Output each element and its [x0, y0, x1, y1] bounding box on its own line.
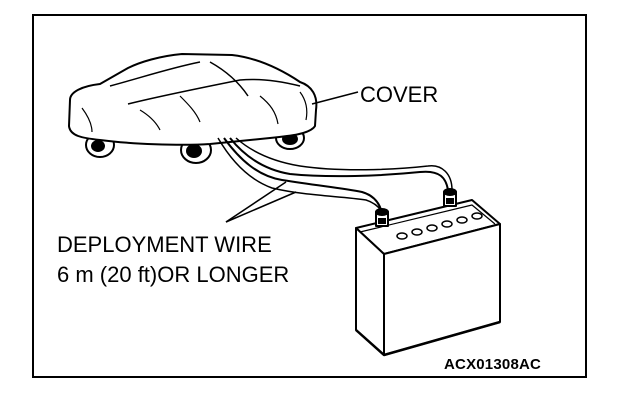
covered-car: [68, 53, 318, 146]
battery-vent-caps: [396, 212, 483, 240]
figure-frame: [32, 14, 587, 378]
cover-label: COVER: [360, 82, 439, 107]
deployment-wire-label: DEPLOYMENT WIRE: [57, 232, 272, 257]
deployment-wire-length-label: 6 m (20 ft)OR LONGER: [57, 262, 290, 287]
cover-leader-line: [311, 91, 359, 105]
battery: [355, 188, 501, 357]
deployment-wires: [217, 137, 453, 223]
wire-clamps: [378, 198, 454, 224]
figure-code: ACX01308AC: [444, 356, 542, 373]
wire-leader-lines: [225, 181, 297, 223]
